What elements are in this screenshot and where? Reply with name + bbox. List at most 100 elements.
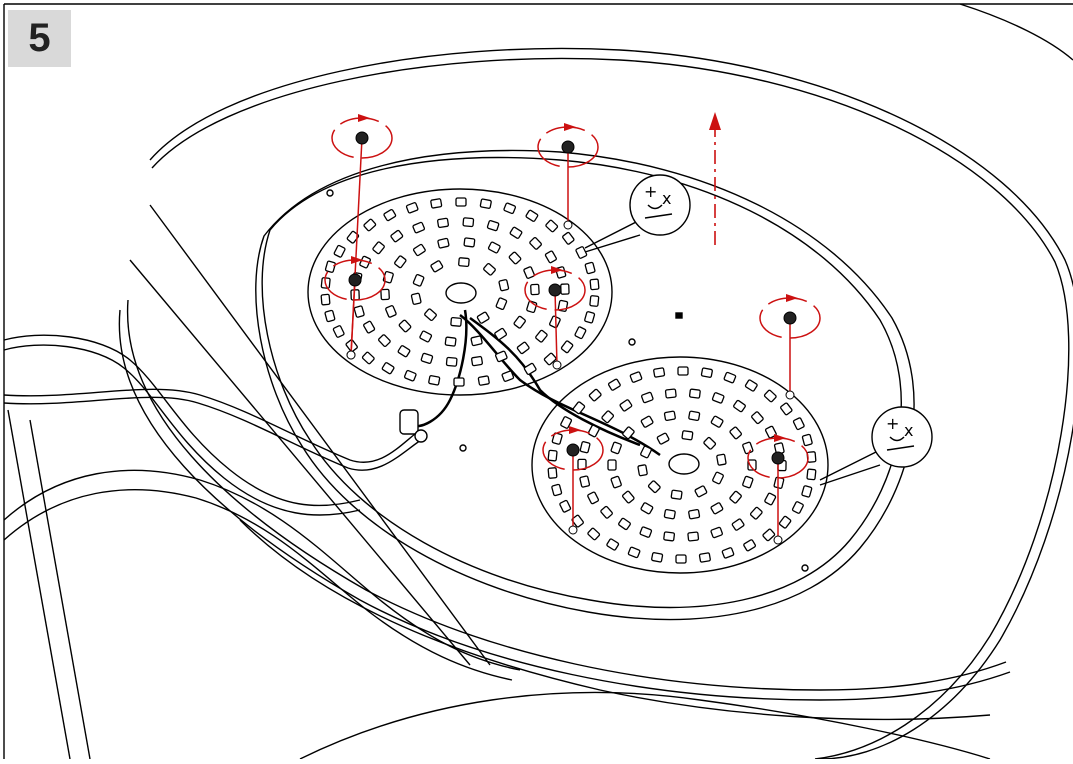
inner-plate bbox=[261, 156, 902, 609]
led-chip bbox=[381, 362, 395, 375]
led-chip bbox=[688, 410, 701, 422]
led-chip bbox=[419, 330, 433, 343]
led-chip bbox=[410, 292, 422, 305]
led-chip bbox=[653, 367, 666, 378]
led-chip bbox=[629, 371, 643, 383]
led-chip bbox=[378, 334, 391, 348]
led-chip bbox=[675, 554, 687, 564]
led-chip bbox=[721, 547, 735, 559]
led-chip bbox=[764, 425, 777, 439]
led-chip bbox=[487, 241, 501, 254]
mounting-slot-line bbox=[149, 204, 491, 666]
led-chip bbox=[385, 305, 397, 318]
outer-rim-top bbox=[959, 3, 1073, 61]
side-edge bbox=[29, 419, 91, 760]
led-chip bbox=[778, 515, 792, 529]
led-chip bbox=[559, 499, 572, 513]
led-chip bbox=[501, 370, 515, 382]
led-chip bbox=[560, 283, 570, 295]
led-chip bbox=[363, 218, 377, 232]
step-number-badge: 5 bbox=[8, 10, 71, 67]
led-chip bbox=[641, 391, 654, 404]
led-chip bbox=[486, 219, 500, 232]
led-chip bbox=[398, 319, 412, 333]
led-chip bbox=[494, 327, 508, 341]
led-chip bbox=[551, 432, 563, 445]
led-chip bbox=[430, 198, 443, 209]
no-bare-hand-face-icon bbox=[629, 174, 691, 236]
led-chip bbox=[503, 202, 517, 215]
led-chip bbox=[477, 375, 490, 386]
led-chip bbox=[640, 502, 654, 515]
led-chip bbox=[651, 552, 664, 563]
led-chip bbox=[703, 436, 717, 450]
led-chip bbox=[677, 366, 689, 376]
led-chip bbox=[523, 362, 537, 375]
led-chip bbox=[530, 283, 540, 296]
led-chip bbox=[647, 480, 661, 494]
led-chip bbox=[780, 402, 793, 416]
led-chip bbox=[462, 217, 475, 228]
callout-leader-1b bbox=[584, 234, 641, 253]
led-chip bbox=[324, 309, 336, 323]
led-chip bbox=[383, 209, 397, 222]
led-chip bbox=[694, 485, 708, 498]
led-chip bbox=[405, 202, 419, 214]
svg-text:x: x bbox=[904, 421, 913, 440]
led-chip bbox=[664, 388, 677, 399]
led-chip bbox=[450, 316, 462, 327]
led-chip bbox=[687, 531, 700, 542]
led-chip bbox=[543, 352, 557, 366]
led-chip bbox=[437, 237, 450, 249]
led-chip bbox=[618, 517, 631, 531]
led-chip bbox=[791, 501, 804, 514]
led-chip bbox=[747, 459, 757, 471]
cable-channel-2 bbox=[3, 344, 361, 516]
inner-plate-rim bbox=[255, 149, 915, 621]
led-chip bbox=[711, 392, 725, 404]
led-chip bbox=[763, 389, 777, 403]
led-chip bbox=[601, 410, 615, 424]
led-chip bbox=[656, 432, 670, 445]
led-chip bbox=[710, 526, 723, 539]
base-plate-lower-edge bbox=[118, 309, 1011, 701]
led-chip bbox=[483, 262, 496, 276]
led-chip bbox=[494, 350, 508, 363]
cable-channel-lower bbox=[3, 469, 521, 671]
led-chip bbox=[742, 475, 754, 489]
led-chip bbox=[324, 260, 336, 273]
led-chip bbox=[428, 375, 441, 386]
led-chip bbox=[333, 244, 346, 258]
led-chip bbox=[622, 426, 635, 440]
led-chip bbox=[571, 514, 584, 528]
no-bare-hand-face-icon bbox=[871, 406, 933, 468]
led-chip bbox=[670, 489, 683, 500]
led-board-2 bbox=[531, 356, 829, 574]
led-board-1-hub bbox=[445, 282, 477, 304]
led-chip bbox=[621, 490, 635, 504]
led-chip bbox=[412, 221, 426, 234]
led-chip bbox=[606, 538, 620, 551]
led-chip bbox=[380, 288, 390, 301]
led-chip bbox=[762, 528, 776, 542]
led-chip bbox=[495, 297, 508, 311]
led-chip bbox=[587, 527, 601, 541]
led-chip bbox=[640, 415, 654, 428]
led-chip bbox=[424, 308, 437, 322]
led-chip bbox=[535, 329, 548, 343]
outer-base-plate-inner bbox=[151, 57, 1070, 760]
led-chip bbox=[353, 305, 365, 318]
led-chip bbox=[547, 449, 558, 462]
led-chip bbox=[574, 326, 587, 340]
led-chip bbox=[640, 445, 652, 459]
led-chip bbox=[547, 467, 558, 479]
led-chip bbox=[458, 257, 470, 268]
led-chip bbox=[509, 226, 523, 239]
unscrew-arrow-icon bbox=[747, 434, 809, 545]
led-chip bbox=[637, 464, 648, 477]
led-chip bbox=[529, 236, 542, 250]
led-chip bbox=[700, 367, 713, 378]
mounting-slot-line-2 bbox=[129, 259, 471, 666]
led-chip bbox=[445, 356, 458, 367]
led-chip bbox=[476, 311, 490, 324]
